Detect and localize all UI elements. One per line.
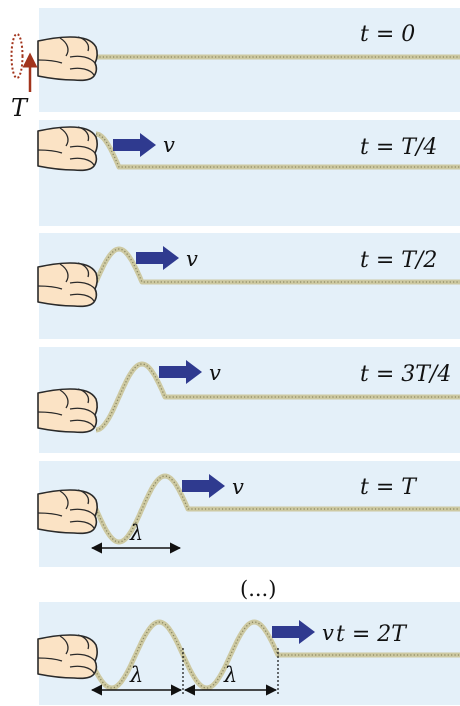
velocity-arrow-panel-5 [182,474,225,498]
rope-panel-4 [94,361,460,433]
time-label-panel-2: t = T/4 [360,135,437,160]
rope-panel-6 [85,619,460,691]
period-label: T [11,94,29,122]
rope-panel-3 [93,246,460,285]
hand-icon [37,388,98,434]
velocity-arrow-panel-3 [136,246,179,270]
panel-3-background [39,233,460,339]
time-label-panel-3: t = T/2 [360,248,437,273]
wavelength-label-panel-6-b: λ [223,663,237,687]
rope-panel-2 [94,131,460,170]
wavelength-label-panel-5: λ [129,521,143,545]
rope-body [93,473,460,545]
hand-icon [37,36,98,82]
panel-2-background [39,120,460,226]
hand-icon [37,489,98,535]
hands-layer [37,36,98,680]
rope-texture [95,363,460,431]
time-label-panel-4: t = 3T/4 [360,362,451,387]
time-label-panel-1: t = 0 [360,22,415,47]
velocity-arrow-panel-4 [159,360,202,384]
velocity-label-panel-2: v [163,133,175,157]
velocity-arrow-icon [113,133,156,157]
velocity-label-panel-6: v [322,621,334,645]
velocity-arrow-icon [182,474,225,498]
rope-panel-5 [93,473,460,545]
ellipsis-text: (...) [240,577,276,601]
rope-texture [96,133,460,168]
period-marker [10,33,38,92]
hand-icon [37,634,98,680]
hand-icon [37,126,98,172]
wavelength-label-panel-6-a: λ [129,663,143,687]
period-ellipse [10,33,24,79]
rope-texture [87,621,460,689]
velocity-label-panel-4: v [209,361,221,385]
rope-body [93,246,460,285]
ropes-layer [85,54,460,691]
panel-4-background [39,347,460,453]
time-label-panel-5: t = T [360,475,418,500]
velocity-arrow-panel-6 [272,620,315,644]
velocity-label-panel-3: v [186,247,198,271]
time-label-panel-6: t = 2T [336,622,408,647]
velocity-arrow-icon [136,246,179,270]
velocity-arrow-panel-2 [113,133,156,157]
velocity-arrow-icon [159,360,202,384]
panel-1-background [39,8,460,112]
hand-icon [37,262,98,308]
velocity-label-panel-5: v [232,475,244,499]
velocity-arrow-icon [272,620,315,644]
